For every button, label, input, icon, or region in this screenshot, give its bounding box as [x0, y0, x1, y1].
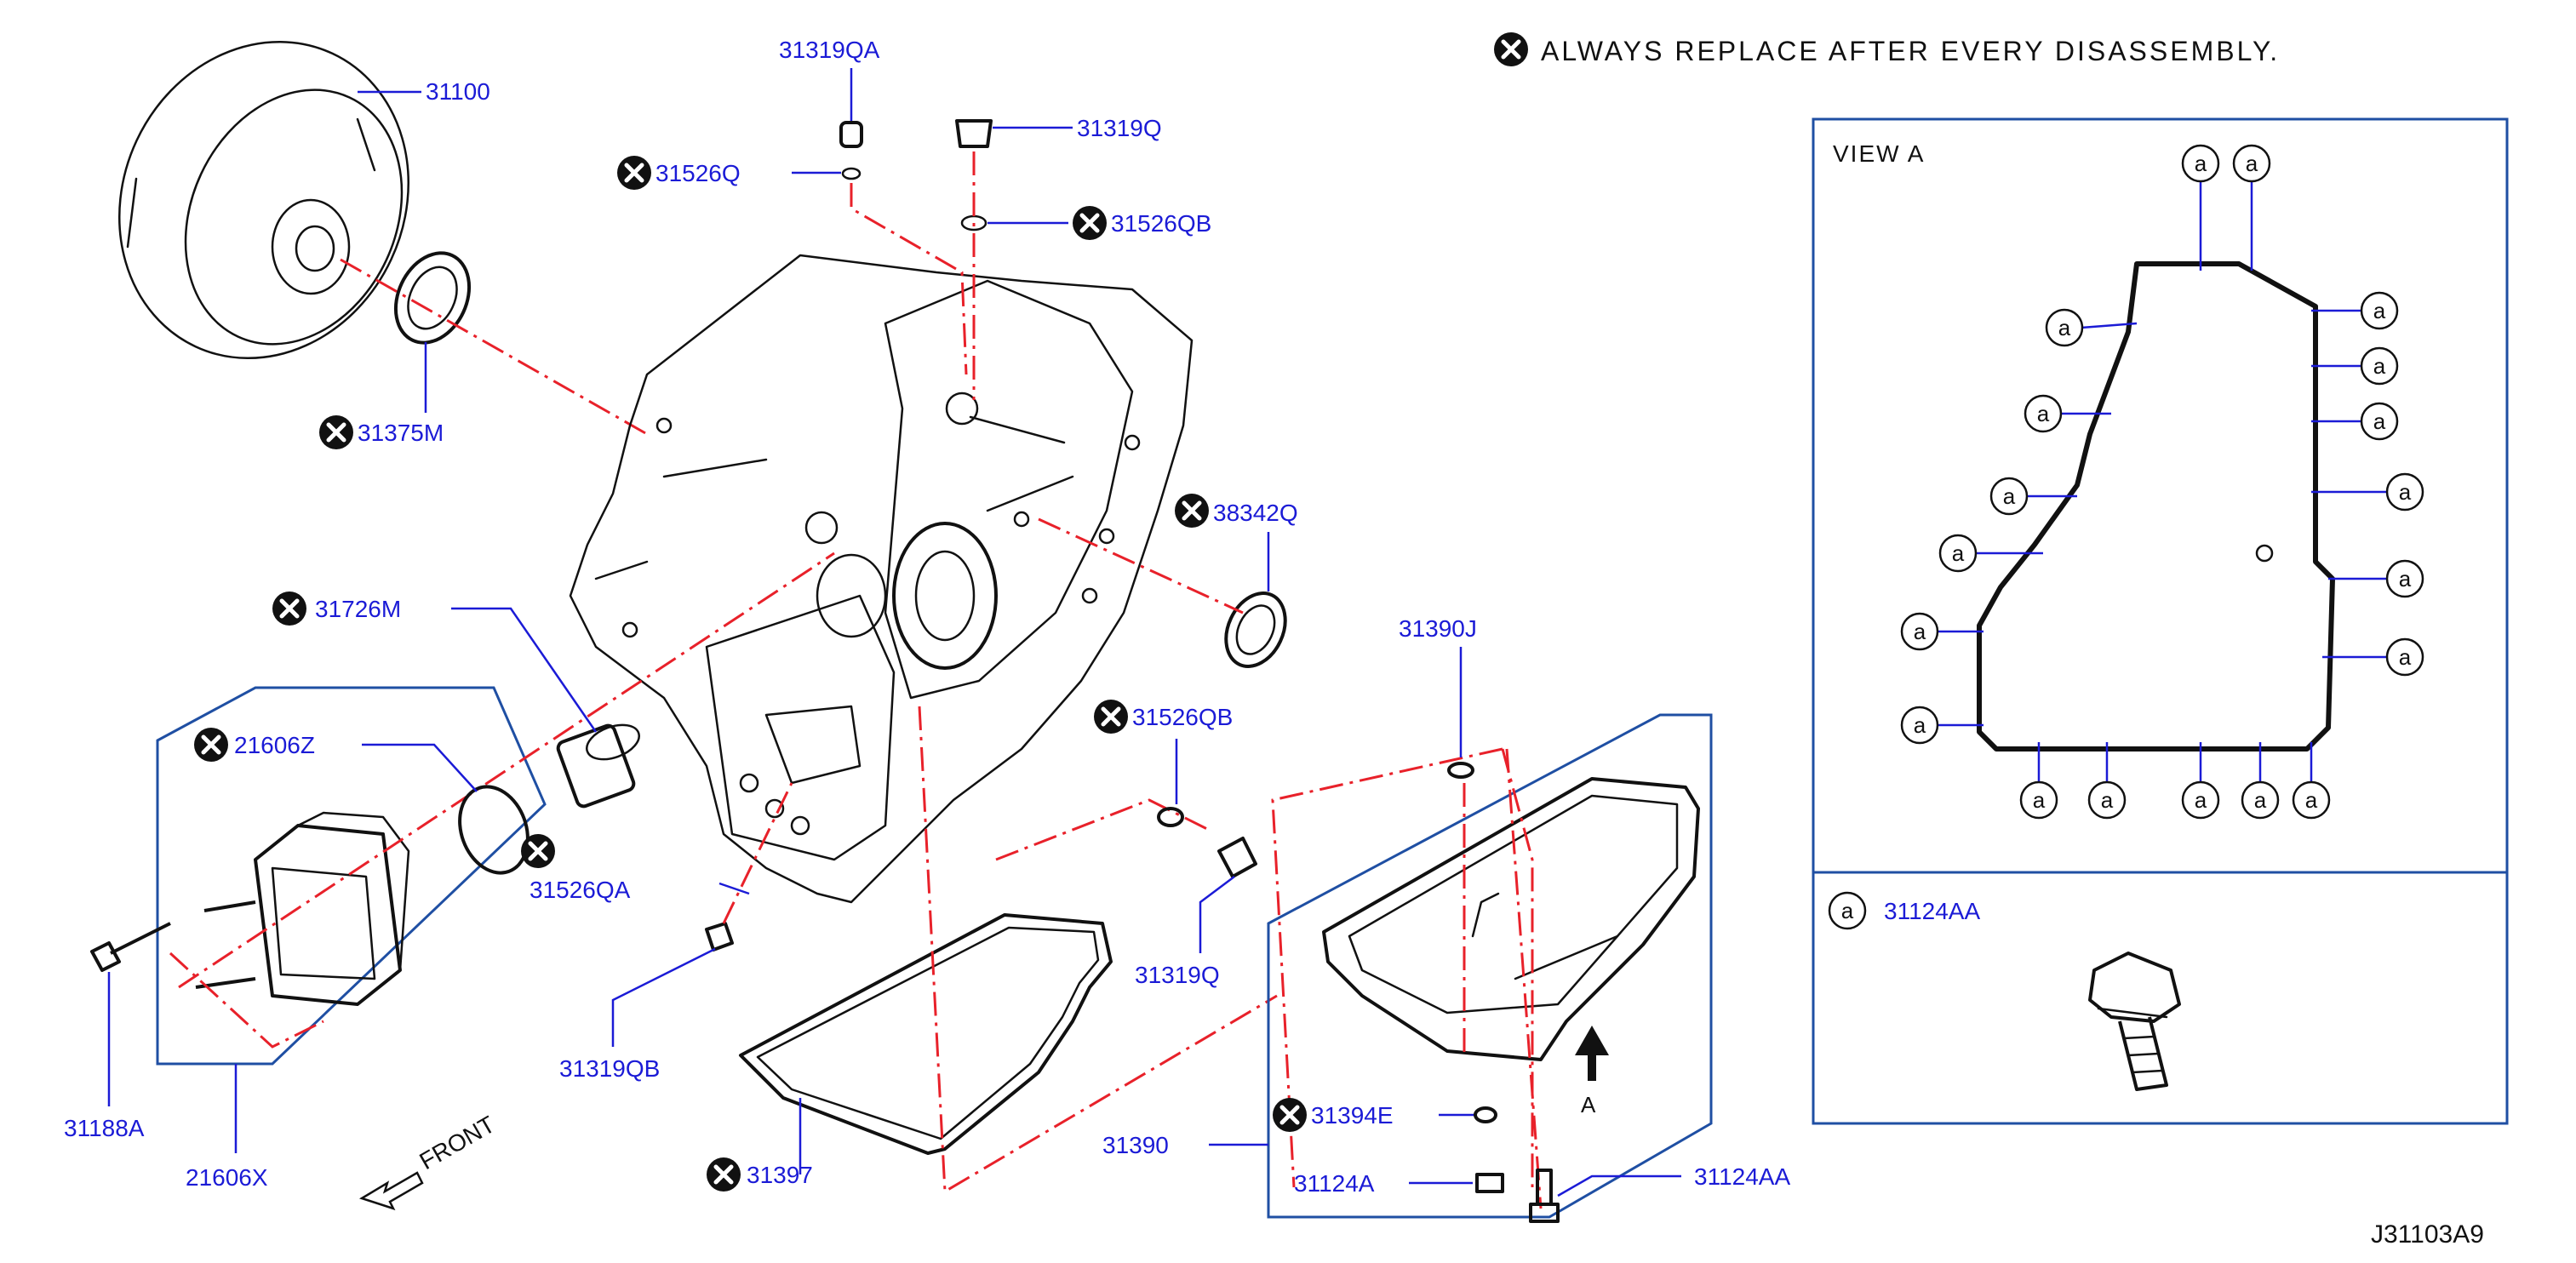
label-21606X: 21606X — [186, 1164, 268, 1191]
washer-31394e-drawing — [1474, 1106, 1497, 1123]
label-31726M: 31726M — [315, 596, 401, 622]
label-31319QB: 31319QB — [559, 1055, 660, 1082]
view-a-arrow-label: A — [1581, 1092, 1596, 1117]
replace-mark-icon — [272, 591, 306, 626]
torque-converter-drawing — [118, 40, 409, 360]
label-31526QB-top: 31526QB — [1111, 210, 1211, 237]
bolt-31124aa-detail-drawing — [2088, 952, 2181, 1091]
oil-cooler-21606x-drawing — [195, 811, 410, 1006]
oil-pan-group-frame — [1267, 713, 1713, 1219]
replace-mark-icon — [1494, 32, 1528, 66]
plug-31319qb-drawing — [705, 922, 734, 952]
oil-seal-38342q-drawing — [1224, 591, 1287, 668]
magnet-31390j-drawing — [1447, 762, 1474, 779]
oil-filter-31726m-drawing — [556, 723, 640, 809]
replace-mark-icon — [319, 415, 353, 449]
bolt-31188a-drawing — [90, 922, 171, 972]
label-31319Q-top: 31319Q — [1077, 115, 1162, 141]
label-31319Q-mid: 31319Q — [1135, 962, 1220, 988]
oil-seal-31375m-drawing — [393, 251, 472, 345]
bolt-31124aa-drawing — [1529, 1169, 1560, 1223]
label-31397: 31397 — [747, 1162, 813, 1188]
washer-31526qb-mid-drawing — [1157, 807, 1184, 827]
label-31100: 31100 — [426, 78, 490, 105]
label-31319QA: 31319QA — [779, 37, 880, 63]
replace-mark-icon — [1175, 494, 1209, 528]
oil-pan-31390-drawing — [1322, 777, 1700, 1061]
replace-mark-icon — [194, 728, 228, 762]
front-arrow-icon — [359, 1171, 424, 1211]
diagram-code: J31103A9 — [2371, 1220, 2484, 1249]
legend-31124AA: 31124AA — [1884, 898, 1980, 924]
replace-mark-icon — [1273, 1098, 1307, 1132]
label-31526Q: 31526Q — [655, 160, 741, 186]
label-31375M: 31375M — [358, 420, 444, 446]
replace-mark-icon — [1073, 206, 1107, 240]
oil-pan-outline-drawing — [1977, 261, 2335, 752]
label-31390: 31390 — [1102, 1132, 1169, 1158]
label-31390J: 31390J — [1399, 615, 1477, 642]
plug-31319q-mid-drawing — [1217, 837, 1257, 878]
label-31526QB-mid: 31526QB — [1132, 704, 1233, 730]
front-label: FRONT — [415, 1111, 500, 1174]
label-38342Q: 38342Q — [1213, 500, 1298, 526]
label-21606Z: 21606Z — [234, 732, 315, 758]
replace-mark-icon — [617, 156, 651, 190]
gasket-31397-drawing — [739, 913, 1113, 1155]
label-31188A: 31188A — [64, 1115, 145, 1141]
drain-plug-31124a-drawing — [1475, 1173, 1504, 1193]
transaxle-case-drawing — [569, 254, 1194, 904]
view-a-title: VIEW A — [1833, 140, 1925, 167]
view-a-arrow-icon — [1575, 1026, 1609, 1081]
o-ring-21606z-drawing — [458, 785, 530, 875]
view-a-panel — [1812, 117, 2509, 1125]
bolt-location-markers — [1900, 144, 2424, 820]
replace-mark-icon — [521, 834, 555, 868]
replace-mark-icon — [707, 1157, 741, 1192]
label-31124AA: 31124AA — [1694, 1163, 1790, 1190]
label-31526QA: 31526QA — [530, 877, 631, 903]
replace-mark-icon — [1094, 700, 1128, 734]
label-31394E: 31394E — [1311, 1102, 1394, 1129]
legend-marker — [1828, 891, 1867, 930]
plug-31319qa-drawing — [839, 121, 863, 180]
replace-note: ALWAYS REPLACE AFTER EVERY DISASSEMBLY. — [1541, 36, 2280, 66]
label-31124A: 31124A — [1294, 1170, 1375, 1197]
oil-cooler-group-frame — [156, 686, 547, 1066]
